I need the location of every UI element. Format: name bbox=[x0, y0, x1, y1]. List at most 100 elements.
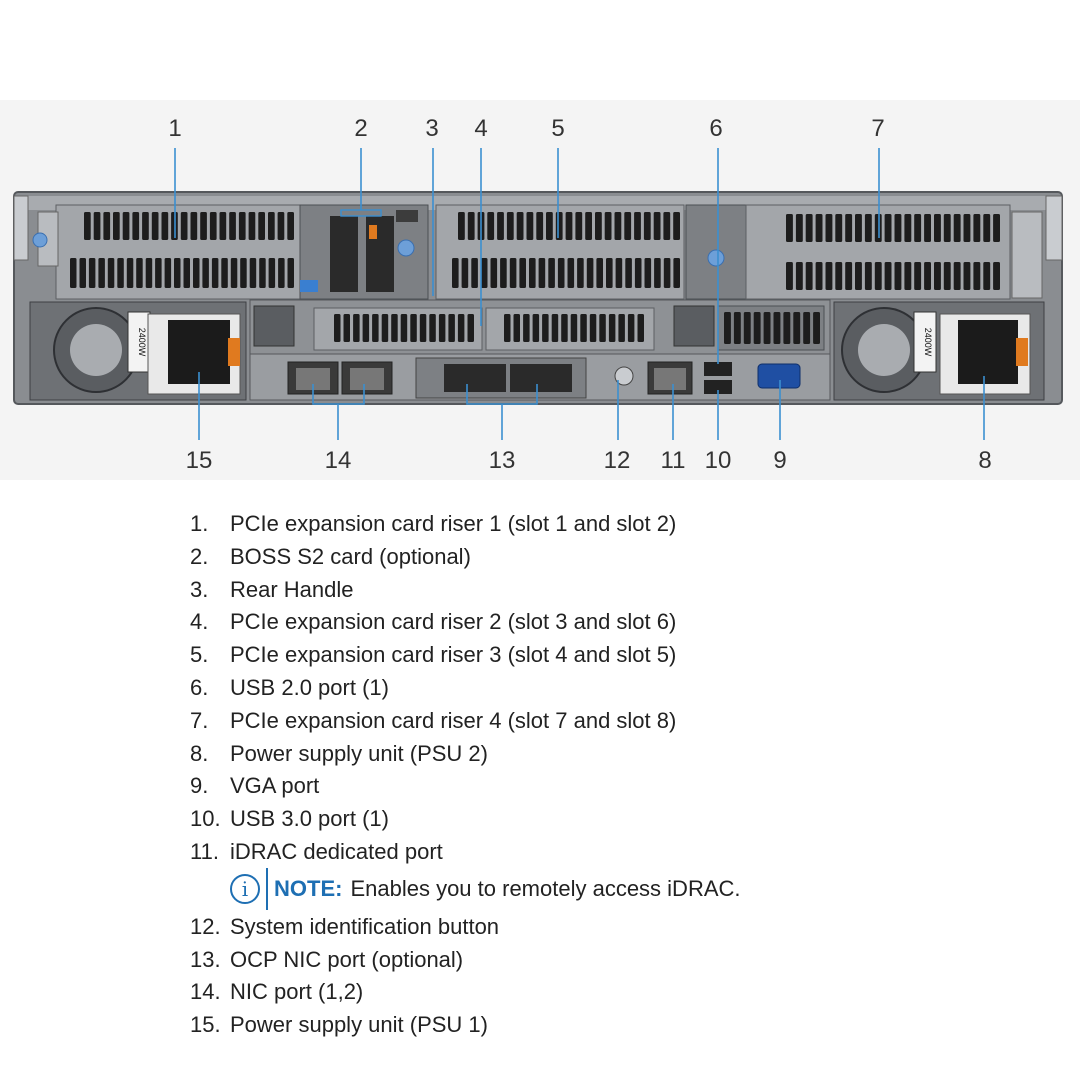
grille-slot bbox=[845, 262, 853, 290]
callout-13: 13 bbox=[489, 447, 516, 474]
ocp-port-1 bbox=[444, 364, 506, 392]
grille-slot bbox=[983, 214, 991, 242]
system-id-button[interactable] bbox=[614, 366, 634, 386]
grille-slot bbox=[93, 212, 101, 240]
grille-slot bbox=[480, 258, 488, 288]
grille-slot bbox=[372, 314, 379, 342]
grille-slot bbox=[410, 314, 417, 342]
grille-slot bbox=[419, 314, 427, 342]
grille-slot bbox=[724, 312, 731, 344]
psu-2-power-inlet bbox=[958, 320, 1018, 384]
grille-slot bbox=[155, 258, 162, 288]
legend-item: 2.BOSS S2 card (optional) bbox=[190, 541, 1050, 574]
grille-slot bbox=[84, 212, 91, 240]
grille-slot bbox=[924, 262, 931, 290]
boss-latch-orange bbox=[369, 225, 377, 239]
grille-slot bbox=[577, 258, 584, 288]
grille-slot bbox=[570, 314, 578, 342]
grille-slot bbox=[193, 258, 200, 288]
grille-slot bbox=[555, 212, 563, 240]
legend-text: System identification button bbox=[230, 913, 500, 939]
grille-slot bbox=[604, 212, 612, 240]
legend-number: 9. bbox=[190, 773, 209, 799]
grille-slot bbox=[914, 214, 922, 242]
grille-slot bbox=[448, 314, 455, 342]
grille-slot bbox=[805, 262, 813, 290]
legend-number: 5. bbox=[190, 642, 209, 668]
grille-slot bbox=[248, 212, 256, 240]
grille-slot bbox=[209, 212, 217, 240]
rear-handle-left bbox=[253, 305, 295, 347]
grille-slot bbox=[180, 212, 188, 240]
riser-2-slot-6-grille bbox=[504, 314, 644, 342]
grille-slot bbox=[98, 258, 105, 288]
legend-number: 6. bbox=[190, 674, 209, 700]
legend-text: Rear Handle bbox=[230, 576, 354, 602]
grille-slot bbox=[238, 212, 246, 240]
grille-slot bbox=[673, 258, 680, 288]
grille-slot bbox=[497, 212, 504, 240]
grille-slot bbox=[471, 258, 478, 288]
grille-slot bbox=[795, 214, 803, 242]
grille-slot bbox=[174, 258, 181, 288]
legend-text: NIC port (1,2) bbox=[230, 979, 364, 1005]
grille-slot bbox=[107, 258, 115, 288]
grille-slot bbox=[538, 258, 546, 288]
grille-slot bbox=[79, 258, 86, 288]
grille-slot bbox=[924, 214, 931, 242]
grille-slot bbox=[258, 212, 265, 240]
grille-slot bbox=[654, 258, 661, 288]
legend-text: PCIe expansion card riser 4 (slot 7 and … bbox=[230, 707, 677, 733]
grille-slot bbox=[287, 212, 294, 240]
grille-slot bbox=[637, 314, 644, 342]
callout-10: 10 bbox=[705, 447, 732, 474]
grille-slot bbox=[627, 314, 635, 342]
note-text: Enables you to remotely access iDRAC. bbox=[350, 875, 741, 901]
callout-1: 1 bbox=[168, 115, 181, 142]
legend-item: 11.iDRAC dedicated port bbox=[190, 836, 1050, 869]
grille-slot bbox=[117, 258, 124, 288]
grille-slot bbox=[855, 214, 862, 242]
grille-slot bbox=[914, 262, 922, 290]
grille-slot bbox=[523, 314, 530, 342]
grille-slot bbox=[585, 212, 592, 240]
grille-slot bbox=[145, 258, 153, 288]
grille-slot bbox=[142, 212, 149, 240]
grille-slot bbox=[200, 212, 207, 240]
psu-2-label bbox=[913, 311, 937, 373]
server-rear-panel-illustration: 2400W 2400W bbox=[13, 115, 1063, 474]
grille-slot bbox=[249, 258, 257, 288]
legend-text: iDRAC dedicated port bbox=[230, 838, 443, 864]
thumbscrew-icon bbox=[397, 239, 415, 257]
usb-3-port bbox=[704, 380, 732, 394]
grille-slot bbox=[438, 314, 446, 342]
callout-3: 3 bbox=[425, 115, 438, 142]
riser-4-slot-8-grille bbox=[786, 262, 1000, 290]
grille-slot bbox=[103, 212, 111, 240]
legend-item: 7.PCIe expansion card riser 4 (slot 7 an… bbox=[190, 705, 1050, 738]
legend-item: 1.PCIe expansion card riser 1 (slot 1 an… bbox=[190, 508, 1050, 541]
grille-slot bbox=[565, 212, 573, 240]
grille-slot bbox=[624, 212, 632, 240]
leader-14 bbox=[312, 384, 365, 440]
grille-slot bbox=[653, 212, 661, 240]
grille-slot bbox=[132, 212, 140, 240]
grille-slot bbox=[835, 262, 843, 290]
legend-number: 12. bbox=[190, 913, 221, 939]
legend-text: USB 2.0 port (1) bbox=[230, 674, 389, 700]
psu-1-wattage: 2400W bbox=[137, 328, 147, 357]
boss-connector bbox=[396, 210, 418, 222]
grille-slot bbox=[773, 312, 781, 344]
grille-slot bbox=[429, 314, 436, 342]
grille-slot bbox=[202, 258, 209, 288]
grille-slot bbox=[211, 258, 219, 288]
legend-item: 6. USB 2.0 port (1) bbox=[190, 672, 1050, 705]
grille-slot bbox=[983, 262, 991, 290]
callout-12: 12 bbox=[604, 447, 631, 474]
rear-handle-right bbox=[673, 305, 715, 347]
grille-slot bbox=[529, 258, 536, 288]
riser-1-slot-2-grille bbox=[70, 258, 294, 288]
legend-item: 15.Power supply unit (PSU 1) bbox=[190, 1009, 1050, 1042]
grille-slot bbox=[381, 314, 389, 342]
grille-slot bbox=[259, 258, 266, 288]
